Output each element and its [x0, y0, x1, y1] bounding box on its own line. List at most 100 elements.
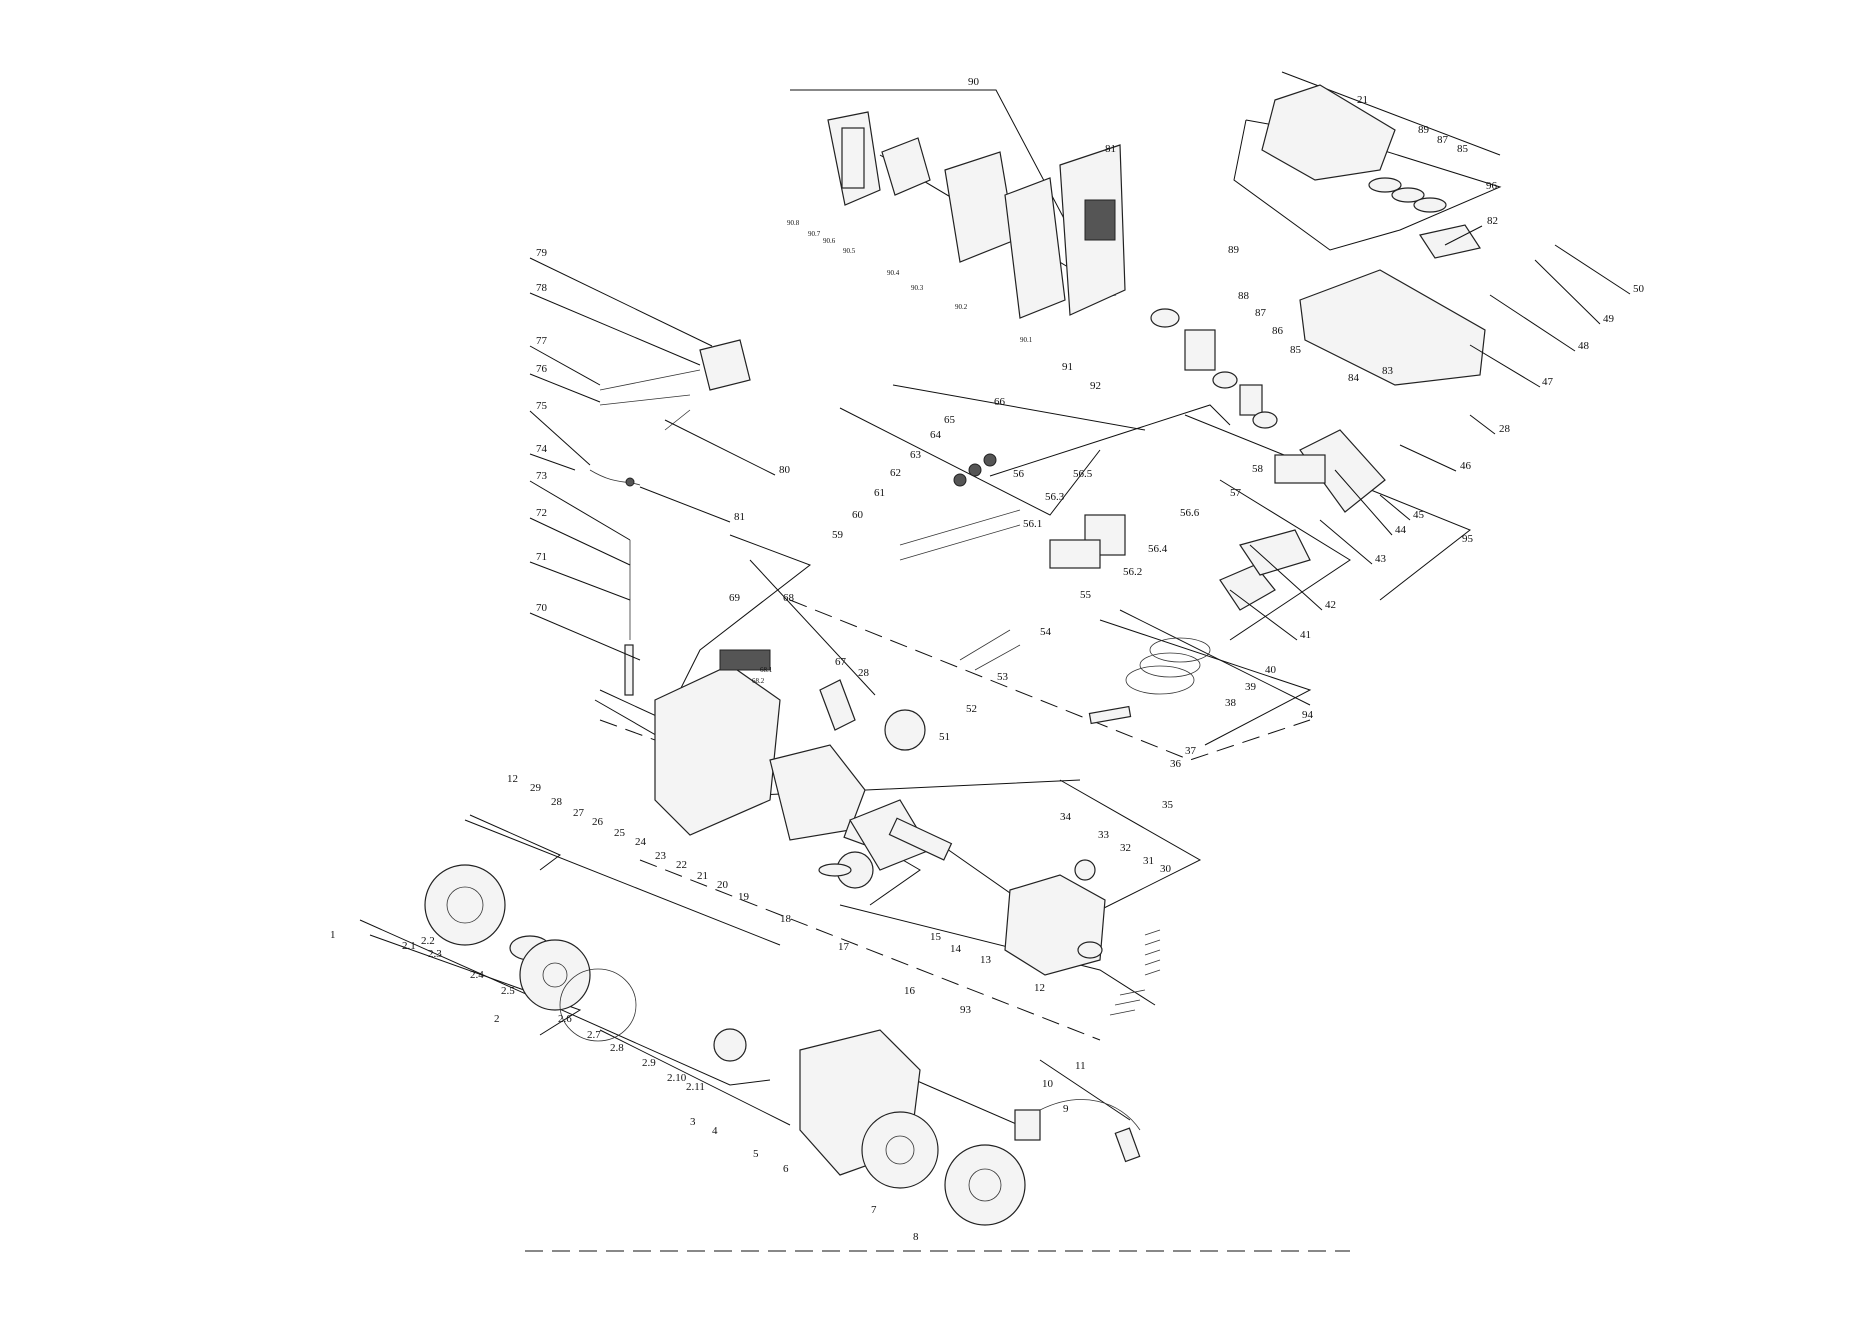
callout-2-6: 2.6: [558, 1013, 572, 1025]
callout-28-mid: 28: [858, 667, 870, 679]
callout-52: 52: [966, 703, 977, 715]
callout-39: 39: [1245, 681, 1257, 693]
callout-30: 30: [1160, 863, 1172, 875]
callout-62: 62: [890, 467, 901, 479]
piston-and-rings: [1088, 529, 1311, 725]
callout-44: 44: [1395, 524, 1407, 536]
callout-89-top: 89: [1418, 124, 1430, 136]
callout-75: 75: [536, 400, 548, 412]
callout-2-11: 2.11: [686, 1081, 705, 1093]
callout-56-6: 56.6: [1180, 507, 1200, 519]
callout-6: 6: [783, 1163, 789, 1175]
callout-47: 47: [1542, 376, 1554, 388]
callout-56: 56: [1013, 468, 1025, 480]
callout-81-top: 81: [1105, 143, 1116, 155]
callout-56-4: 56.4: [1148, 543, 1168, 555]
callout-55: 55: [1080, 589, 1092, 601]
callout-2-1: 2.1: [402, 940, 416, 952]
callout-56-1: 56.1: [1023, 518, 1042, 530]
callout-2-3: 2.3: [428, 948, 442, 960]
callout-96: 96: [1486, 180, 1498, 192]
callout-12-left: 12: [507, 773, 518, 785]
callout-13: 13: [980, 954, 992, 966]
valve-train: [899, 453, 1126, 671]
callout-43: 43: [1375, 553, 1387, 565]
callout-22: 22: [676, 859, 687, 871]
callout-56-3: 56.3: [1045, 491, 1065, 503]
air-filter-assembly: [827, 111, 1126, 319]
callout-69: 69: [729, 592, 741, 604]
callout-64: 64: [930, 429, 942, 441]
callout-89: 89: [1228, 244, 1240, 256]
callout-35: 35: [1162, 799, 1174, 811]
callout-41: 41: [1300, 629, 1311, 641]
callout-93: 93: [960, 1004, 972, 1016]
bolts-set-11: [1109, 929, 1161, 1016]
callout-27: 27: [573, 807, 585, 819]
callout-28-right: 28: [1499, 423, 1511, 435]
callout-8: 8: [913, 1231, 919, 1243]
callout-68-1: 68.1: [760, 666, 773, 674]
callout-85-top: 85: [1457, 143, 1469, 155]
callout-36: 36: [1170, 758, 1182, 770]
callout-87: 87: [1255, 307, 1267, 319]
callout-2-9: 2.9: [642, 1057, 656, 1069]
assembly-outlines: [359, 71, 1502, 1252]
callout-90-3: 90.3: [911, 284, 924, 292]
callout-54: 54: [1040, 626, 1052, 638]
callout-56-2: 56.2: [1123, 566, 1142, 578]
callout-90-7: 90.7: [808, 230, 821, 238]
callout-74: 74: [536, 443, 548, 455]
callout-21-top: 21: [1357, 94, 1368, 106]
callout-48: 48: [1578, 340, 1590, 352]
callout-59: 59: [832, 529, 844, 541]
callout-3: 3: [690, 1116, 696, 1128]
callout-90-1: 90.1: [1020, 336, 1033, 344]
callout-23: 23: [655, 850, 667, 862]
callout-12-right: 12: [1034, 982, 1045, 994]
callout-90-8: 90.8: [787, 219, 800, 227]
callout-38: 38: [1225, 697, 1237, 709]
callout-45: 45: [1413, 509, 1425, 521]
callout-2-2: 2.2: [421, 935, 435, 947]
leader-lines: [529, 225, 1631, 661]
callout-77: 77: [536, 335, 548, 347]
callout-46: 46: [1460, 460, 1472, 472]
callout-63: 63: [910, 449, 922, 461]
callout-16: 16: [904, 985, 916, 997]
crankcase-assembly: [654, 649, 926, 889]
callout-5: 5: [753, 1148, 759, 1160]
callout-49: 49: [1603, 313, 1615, 325]
carburetor-assembly: [1150, 308, 1278, 429]
callout-60: 60: [852, 509, 864, 521]
callout-95: 95: [1462, 533, 1474, 545]
callout-17: 17: [838, 941, 850, 953]
callout-14: 14: [950, 943, 962, 955]
callout-91: 91: [1062, 361, 1073, 373]
callout-42: 42: [1325, 599, 1336, 611]
callout-80: 80: [779, 464, 791, 476]
callout-90-5: 90.5: [843, 247, 856, 255]
callout-65: 65: [944, 414, 956, 426]
callout-84: 84: [1348, 372, 1360, 384]
callout-90-6: 90.6: [823, 237, 836, 245]
callout-10: 10: [1042, 1078, 1054, 1090]
callout-53: 53: [997, 671, 1009, 683]
callout-2-10: 2.10: [667, 1072, 687, 1084]
callout-58: 58: [1252, 463, 1264, 475]
callout-94: 94: [1302, 709, 1314, 721]
callout-2-5: 2.5: [501, 985, 515, 997]
callout-51: 51: [939, 731, 950, 743]
callout-83: 83: [1382, 365, 1394, 377]
callout-90-4: 90.4: [887, 269, 900, 277]
callout-37: 37: [1185, 745, 1197, 757]
callout-19: 19: [738, 891, 750, 903]
callout-86: 86: [1272, 325, 1284, 337]
callout-32: 32: [1120, 842, 1131, 854]
callout-66: 66: [994, 396, 1006, 408]
callout-21: 21: [697, 870, 708, 882]
callout-34: 34: [1060, 811, 1072, 823]
callout-40: 40: [1265, 664, 1277, 676]
part-callouts: 90 90.8 90.7 90.6 90.5 90.4 90.3 90.2 90…: [330, 76, 1645, 1243]
